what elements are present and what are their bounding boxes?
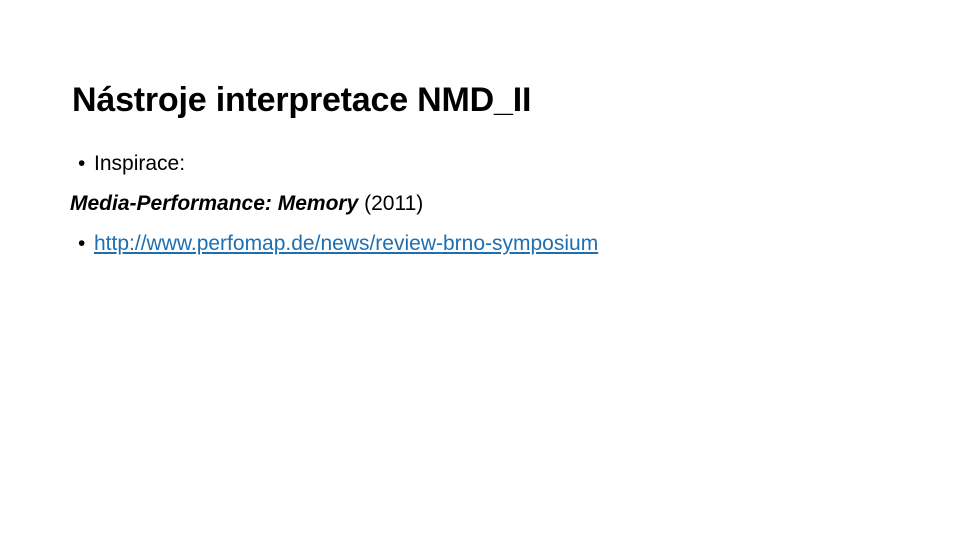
page-title: Nástroje interpretace NMD_II <box>72 80 532 119</box>
bullet-icon: • <box>78 152 86 175</box>
bullet-icon: • <box>78 232 86 255</box>
reference-title: Media-Performance: Memory <box>70 192 359 215</box>
reference-year-value: (2011) <box>364 192 424 215</box>
reference-line: Media-Performance: Memory (2011) <box>70 184 910 224</box>
list-item-inspiration: • Inspirace: <box>70 144 910 184</box>
slide-body: • Inspirace: Media-Performance: Memory (2… <box>70 144 910 264</box>
inspiration-label: Inspirace: <box>94 152 186 175</box>
list-item-link: • http://www.perfomap.de/news/review-brno… <box>70 224 910 264</box>
external-link[interactable]: http://www.perfomap.de/news/review-brno-… <box>94 232 599 255</box>
